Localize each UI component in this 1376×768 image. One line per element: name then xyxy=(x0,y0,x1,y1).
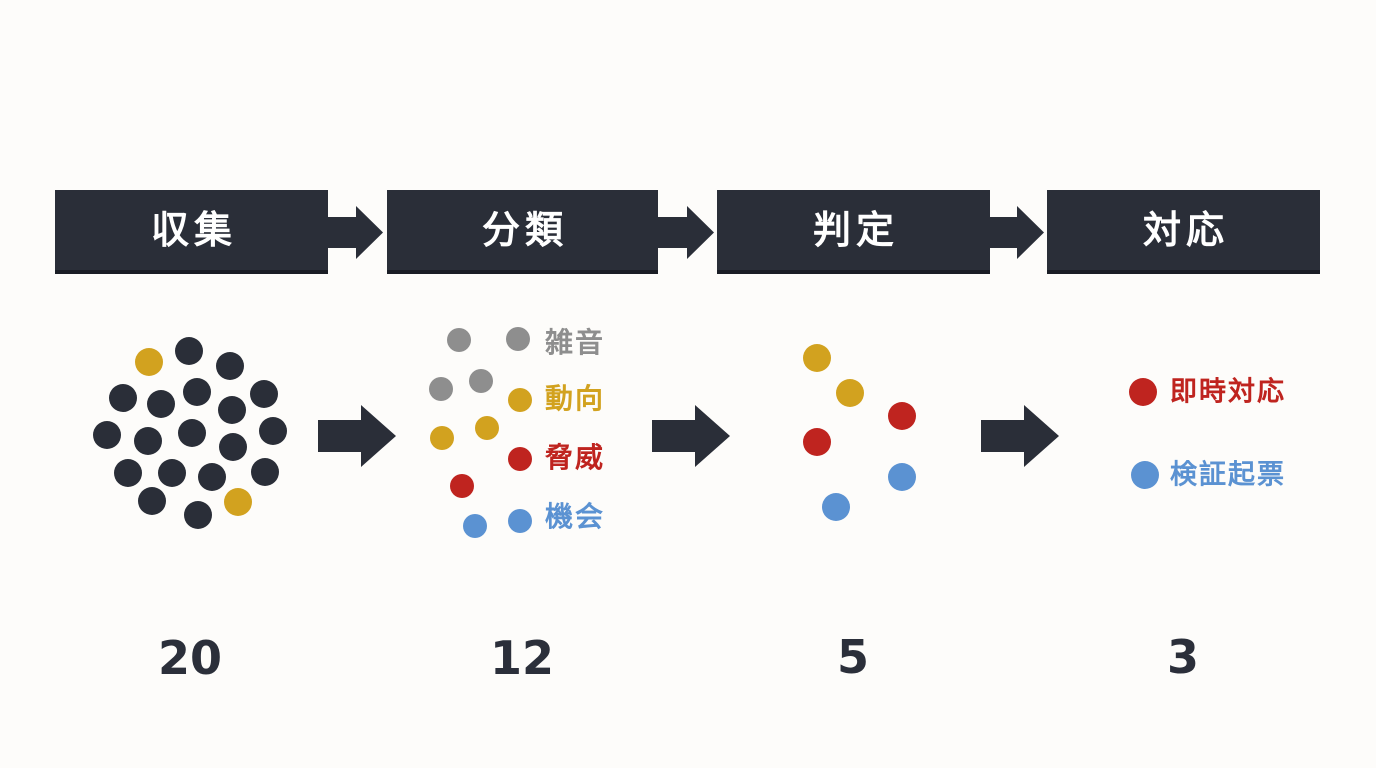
flow-arrow-right-icon xyxy=(981,405,1059,467)
stage4-dot xyxy=(1131,461,1159,489)
category-label-trend: 動向 xyxy=(545,382,606,415)
stage1-dot xyxy=(183,378,211,406)
category-label-opportunity: 機会 xyxy=(545,500,606,533)
stage1-dot xyxy=(216,352,244,380)
stage-title-respond: 対応 xyxy=(1142,208,1229,252)
stage4-dot xyxy=(1129,378,1157,406)
stage2-dot xyxy=(469,369,493,393)
stage2-dot xyxy=(508,388,532,412)
stage3-dot xyxy=(836,379,864,407)
stage2-dot xyxy=(447,328,471,352)
stage1-dot xyxy=(251,458,279,486)
stage-header-classify: 分類 xyxy=(387,190,658,274)
stage2-dot xyxy=(463,514,487,538)
stage-count-respond: 3 xyxy=(1166,630,1200,684)
stage2-dot xyxy=(506,327,530,351)
stage1-dot xyxy=(109,384,137,412)
stage-count-collect: 20 xyxy=(157,631,223,685)
stage-title-classify: 分類 xyxy=(481,208,568,252)
stage1-dot xyxy=(219,433,247,461)
stage1-dot xyxy=(224,488,252,516)
stage-header-judge: 判定 xyxy=(717,190,990,274)
stage1-dot xyxy=(259,417,287,445)
stage-title-collect: 収集 xyxy=(150,208,237,252)
stage1-dot xyxy=(184,501,212,529)
stage1-dot xyxy=(114,459,142,487)
flow-arrow-right-icon xyxy=(318,405,396,467)
stage2-dot xyxy=(475,416,499,440)
stage1-dot xyxy=(147,390,175,418)
flow-arrow-right-icon xyxy=(652,405,730,467)
stage-header-respond: 対応 xyxy=(1047,190,1320,274)
stage3-dot xyxy=(803,428,831,456)
header-arrow-right-icon xyxy=(658,206,714,259)
stage3-dot xyxy=(803,344,831,372)
stage1-dot xyxy=(175,337,203,365)
stage1-dot xyxy=(134,427,162,455)
stage2-dot xyxy=(508,509,532,533)
stage1-dot xyxy=(198,463,226,491)
stage2-dot xyxy=(430,426,454,450)
stage1-dot xyxy=(138,487,166,515)
stage2-dot xyxy=(450,474,474,498)
stage1-dot xyxy=(250,380,278,408)
stage3-dot xyxy=(822,493,850,521)
stage-header-collect: 収集 xyxy=(55,190,328,274)
stage3-dot xyxy=(888,463,916,491)
legend-label-immediate-response: 即時対応 xyxy=(1170,376,1286,408)
legend-label-verification-ticket: 検証起票 xyxy=(1170,459,1286,491)
stage3-dot xyxy=(888,402,916,430)
stage1-dot xyxy=(218,396,246,424)
stage1-dot xyxy=(93,421,121,449)
stage-count-classify: 12 xyxy=(489,631,555,685)
category-label-noise: 雑音 xyxy=(545,326,606,359)
stage1-dot xyxy=(178,419,206,447)
header-arrow-right-icon xyxy=(327,206,383,259)
stage2-dot xyxy=(508,447,532,471)
stage1-dot xyxy=(135,348,163,376)
stage1-dot xyxy=(158,459,186,487)
stage-count-judge: 5 xyxy=(836,630,870,684)
stage-title-judge: 判定 xyxy=(812,208,899,252)
stage2-dot xyxy=(429,377,453,401)
category-label-threat: 脅威 xyxy=(545,441,606,474)
header-arrow-right-icon xyxy=(988,206,1044,259)
